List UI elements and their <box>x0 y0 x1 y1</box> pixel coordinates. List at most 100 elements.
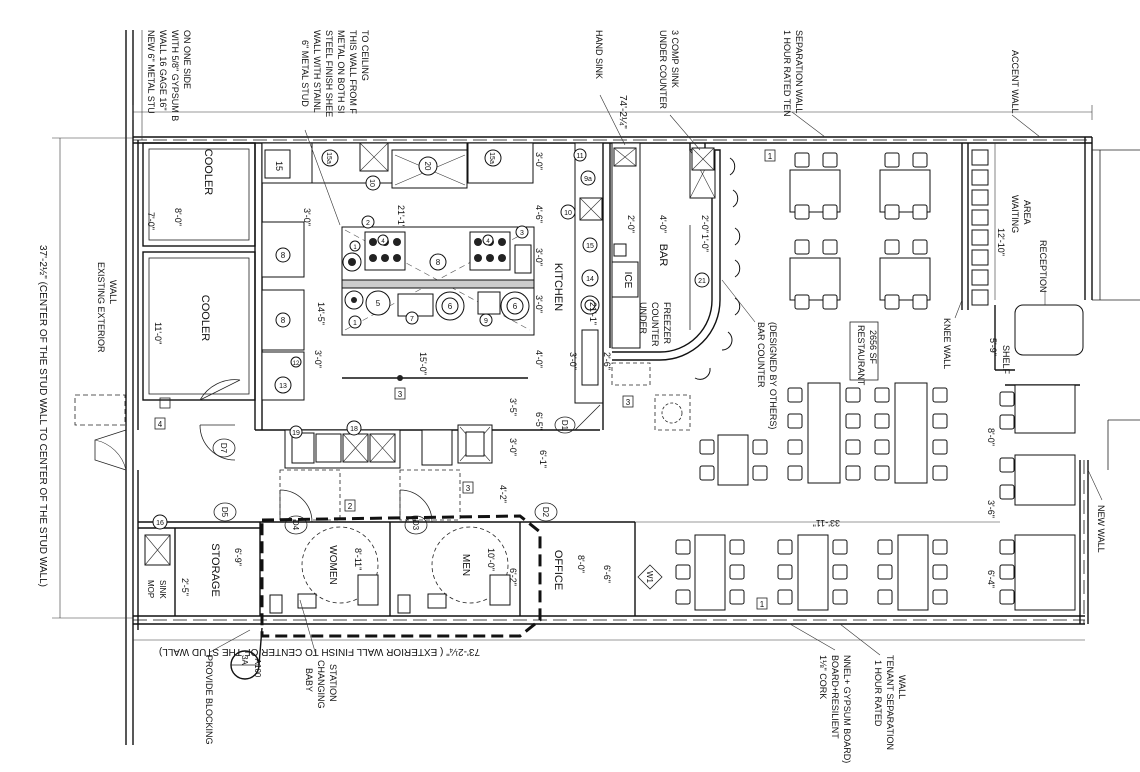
ice-label: ICE <box>622 272 633 289</box>
tag-e2: 2 <box>366 220 370 227</box>
bar-area: ICE BAR 21 2'-0" 4'-0" 2'-0" 1'-0" <box>611 142 741 431</box>
dim-cooler-bot-h: 11'-0" <box>153 322 163 344</box>
dim-bar-4-0: 4'-0" <box>658 215 668 233</box>
kitchen-label: KITCHEN <box>552 263 564 311</box>
note-ss-1: 6" METAL STUD <box>300 40 310 107</box>
note-3comp-1: UNDER COUNTER <box>658 30 668 110</box>
tag-w1: W1 <box>645 571 654 584</box>
men-label: MEN <box>460 554 471 576</box>
tag-d3: D3 <box>411 520 420 531</box>
dim-k-3-5: 3'-5" <box>508 398 518 416</box>
storage-label: STORAGE <box>209 543 221 597</box>
dim-k-3-0c: 3'-0" <box>534 152 544 170</box>
waiting-label-2: AREA <box>1022 200 1032 225</box>
waiting-label-1: WAITING <box>1010 195 1020 233</box>
note-3comp-2: 3 COMP SINK <box>670 30 680 88</box>
dim-k-3-0d: 3'-0" <box>534 248 544 266</box>
note-ss-6: TO CEILING <box>360 30 370 81</box>
dining-middle <box>699 382 1080 611</box>
note-new-wall: NEW WALL <box>1096 505 1106 553</box>
tag-e4b: 4 <box>486 239 490 245</box>
dim-k-14-5: 14'-5" <box>316 302 326 325</box>
dim-k-3-0f: 3'-0" <box>568 352 578 370</box>
note-stud-3: WITH 5/8" GYPSUM B <box>170 30 180 121</box>
dim-overall-length: 73'-2¼" ( EXTERIOR WALL FINISH TO CENTER… <box>159 646 480 658</box>
tag-e10b: 10 <box>564 210 572 217</box>
chairs-bottom <box>675 539 948 605</box>
dim-k-6-5: 6'-5" <box>534 412 544 430</box>
annotations-bottom: 73'-2¼" ( EXTERIOR WALL FINISH TO CENTER… <box>159 599 907 763</box>
tag-e9: 9 <box>484 318 488 325</box>
note-tenant-bot-1: 1 HOUR RATED <box>873 660 883 727</box>
tag-e15: 15 <box>274 161 284 171</box>
tag-d2: D2 <box>541 507 550 518</box>
note-ss-3: STEEL FINISH SHEE <box>324 30 334 117</box>
dining-top <box>789 152 931 310</box>
annotations-top: NEW 6" METAL STU WALL 16 GAGE 16" WITH 5… <box>141 30 1041 226</box>
tag-e1a: 1 <box>353 245 357 251</box>
note-tenant-bot-3: WALL <box>897 675 907 699</box>
dim-cooler-w: 8'-0" <box>173 208 183 226</box>
restaurant-label: RESTAURANT <box>856 325 866 386</box>
dim-corr: 4'-2" <box>498 485 508 503</box>
tag-e13: 13 <box>279 383 287 390</box>
note-stud-2: WALL 16 GAGE 16" <box>158 30 168 111</box>
dim-k-6-1: 6'-1" <box>538 450 548 468</box>
tag-e19: 19 <box>292 430 300 437</box>
tag-e6b: 6 <box>513 302 518 311</box>
annotations-left: EXISTING EXTERIOR WALL 37'-2½" (CENTER O… <box>37 245 118 587</box>
tag-e20: 20 <box>423 162 432 171</box>
dim-office-8-0: 8'-0" <box>576 555 586 573</box>
tag-e16: 16 <box>156 520 164 527</box>
tag-e21: 21 <box>698 278 706 285</box>
tag-wall3c: 3 <box>466 484 471 493</box>
dim-k-3-0b: 3'-0" <box>313 350 323 368</box>
dim-cooler-top-h: 7'-0" <box>146 212 156 230</box>
dim-storage-6-9: 6'-9" <box>233 548 243 566</box>
tag-wall1b: 1 <box>760 600 765 609</box>
bar-counter-label-2: (DESIGNED BY OTHERS) <box>768 322 778 429</box>
dim-right-6-4: 6'-4" <box>986 570 996 588</box>
tag-wall1: 1 <box>768 152 773 161</box>
dim-dining-33-11: 33'-11" <box>813 518 840 528</box>
note-tenant-top-1: 1 HOUR RATED TEN <box>782 30 792 117</box>
note-baby-2: CHANGING <box>316 660 326 709</box>
tag-e6a: 6 <box>448 302 453 311</box>
dim-k-3-0: 3'-0" <box>302 208 312 226</box>
tag-e8c: 8 <box>281 316 286 325</box>
mop-label-2: SINK <box>158 580 167 599</box>
mop-label-1: MOP <box>146 580 155 598</box>
bar-stools <box>694 157 741 380</box>
annotations-right: NEW WALL <box>1087 469 1106 553</box>
tag-e7: 7 <box>410 316 414 323</box>
note-ss-4: METAL ON BOTH SI <box>336 30 346 114</box>
dim-k-21-1b: 21'-1" <box>588 302 598 325</box>
bar-label: BAR <box>657 244 669 267</box>
chairs-top <box>794 152 928 310</box>
tag-e3: 3 <box>520 230 524 237</box>
note-exterior-1: EXISTING EXTERIOR <box>96 262 106 353</box>
section-ref-top: 3A <box>240 655 249 665</box>
tag-e10: 10 <box>368 179 375 187</box>
dim-k-4-6: 4'-6" <box>534 205 544 223</box>
tag-e8a: 8 <box>436 258 441 267</box>
kitchen: 15 20 15a 15a 10 5 <box>254 142 612 469</box>
chairs-middle <box>699 387 948 481</box>
dim-shelf: 5'-9" <box>988 338 998 356</box>
tag-e14: 14 <box>586 276 594 283</box>
tag-e18: 18 <box>350 426 358 433</box>
tag-wall3a: 3 <box>398 390 403 399</box>
tag-d4: D4 <box>291 520 300 531</box>
note-tenant-bot-2: TENANT SEPARATION <box>885 655 895 750</box>
section-ref-bottom: A100 <box>253 659 262 678</box>
note-cork-1: 1⅛" CORK <box>818 655 828 699</box>
dim-k-2-6: 2'-6" <box>602 352 612 370</box>
note-ss-5: THIS WALL FROM F <box>348 30 358 114</box>
note-exterior-2: WALL <box>108 280 118 304</box>
tag-e9a: 9a <box>584 176 592 183</box>
cooler-bottom-label: COOLER <box>199 295 211 342</box>
tag-e5: 5 <box>376 299 381 308</box>
reception-label: RECEPTION <box>1038 240 1048 293</box>
dim-k-3-0e: 3'-0" <box>534 295 544 313</box>
dim-top-74: 74'-2¼" <box>617 95 629 129</box>
